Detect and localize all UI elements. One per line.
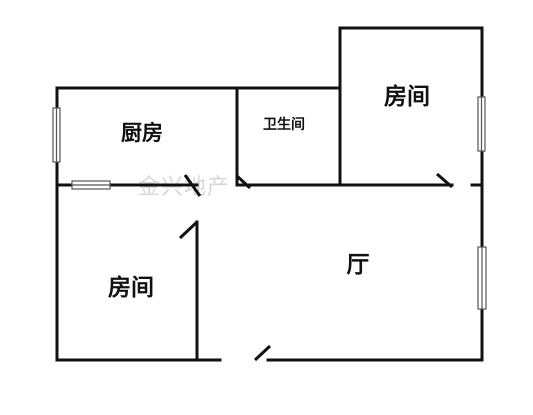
walls [55,26,484,362]
door-bathroom [235,174,252,190]
door-entrance [253,344,272,362]
door-top-right-room [436,172,453,189]
room-label-bathroom: 卫生间 [263,116,305,133]
windows [52,96,487,310]
room-label-kitchen: 厨房 [121,121,163,145]
door-kitchen [183,174,202,197]
room-label-bedroom-top-right: 房间 [384,83,430,110]
watermark: 金兴地产 [138,175,230,200]
room-label-living-room: 厅 [347,252,370,278]
room-label-bedroom-bottom-left: 房间 [108,274,154,301]
door-bottom-left-room [178,220,199,240]
doors [178,172,453,362]
